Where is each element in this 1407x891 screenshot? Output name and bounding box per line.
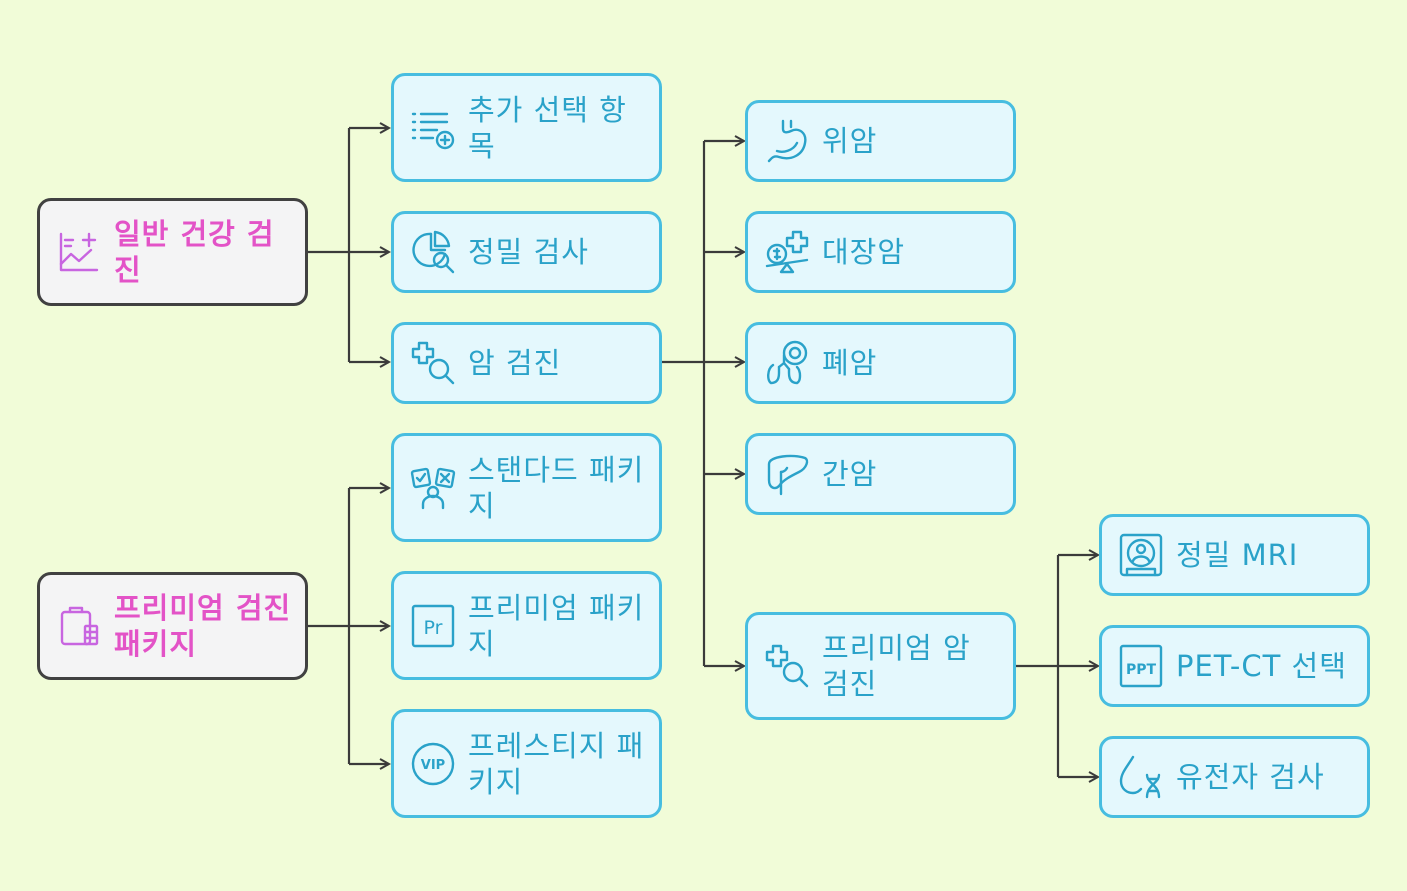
node-mri: 정밀 MRI (1099, 514, 1370, 596)
node-petct: PPT PET-CT 선택 (1099, 625, 1370, 707)
medical-search-icon (762, 641, 812, 691)
node-label: 추가 선택 항목 (468, 92, 627, 163)
node-label: 프레스티지 패키지 (468, 728, 645, 799)
node-label: PET-CT 선택 (1176, 649, 1347, 683)
node-label: 암 검진 (468, 346, 562, 380)
node-label: 대장암 (822, 235, 906, 269)
vip-text: VIP (421, 758, 445, 773)
node-premium-cancer-screening: 프리미엄 암 검진 (745, 612, 1016, 720)
node-label: 프리미엄 검진 패키지 (114, 591, 292, 661)
node-general-checkup: 일반 건강 검진 (37, 198, 308, 306)
node-cancer-screening: 암 검진 (391, 322, 662, 404)
node-precision-exam: 정밀 검사 (391, 211, 662, 293)
cost-health-icon (762, 227, 812, 277)
node-lung-cancer: 폐암 (745, 322, 1016, 404)
mri-scanner-icon (1116, 530, 1166, 580)
node-label: 정밀 검사 (468, 235, 589, 269)
ppt-icon: PPT (1116, 641, 1166, 691)
node-liver-cancer: 간암 (745, 433, 1016, 515)
node-optional-items: 추가 선택 항목 (391, 73, 662, 182)
node-label: 스탠다드 패키지 (468, 452, 645, 523)
checklist-person-icon (408, 463, 458, 513)
pie-search-icon (408, 227, 458, 277)
liver-icon (762, 449, 812, 499)
chart-plus-icon (54, 227, 104, 277)
node-label: 간암 (822, 457, 878, 491)
node-premium-package: 프리미엄 검진 패키지 (37, 572, 308, 680)
dna-drop-icon (1116, 752, 1166, 802)
lungs-icon (762, 338, 812, 388)
node-colon-cancer: 대장암 (745, 211, 1016, 293)
stomach-icon (762, 116, 812, 166)
node-label: 유전자 검사 (1176, 760, 1325, 794)
node-label: 정밀 MRI (1176, 538, 1299, 572)
node-label: 위암 (822, 124, 878, 158)
node-label: 일반 건강 검진 (114, 217, 275, 287)
list-plus-icon (408, 103, 458, 153)
node-label: 프리미엄 암 검진 (822, 631, 971, 701)
pr-badge-text: Pr (424, 617, 443, 639)
ppt-text: PPT (1126, 662, 1157, 678)
node-label: 프리미엄 패키지 (468, 590, 645, 661)
medical-search-icon (408, 338, 458, 388)
node-premium-package-2: Pr 프리미엄 패키지 (391, 571, 662, 680)
node-stomach-cancer: 위암 (745, 100, 1016, 182)
clipboard-icon (54, 601, 104, 651)
vip-icon: VIP (408, 739, 458, 789)
pr-badge-icon: Pr (408, 601, 458, 651)
node-prestige-package: VIP 프레스티지 패키지 (391, 709, 662, 818)
node-label: 폐암 (822, 346, 878, 380)
node-standard-package: 스탠다드 패키지 (391, 433, 662, 542)
node-gene-test: 유전자 검사 (1099, 736, 1370, 818)
